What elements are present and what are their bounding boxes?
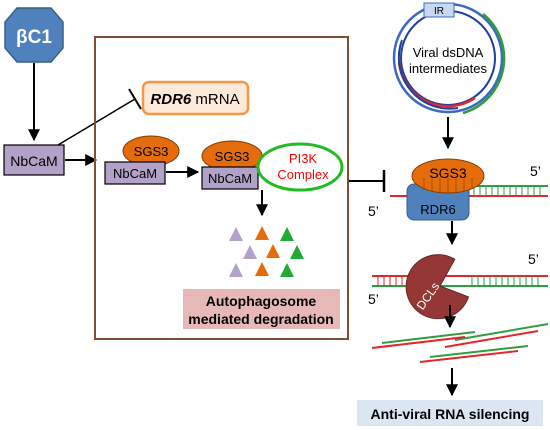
viral-blue-strand — [397, 39, 459, 110]
rdr6-mrna-suffix: mRNA — [191, 91, 239, 108]
viral-label-line1: Viral dsDNA — [413, 45, 484, 60]
bc1-octagon — [4, 7, 64, 63]
fragment-triangle — [290, 245, 304, 259]
sirna-duplex-3 — [419, 345, 529, 363]
sgs3-right-hatch — [423, 178, 473, 193]
pi3k-complex-ellipse — [256, 142, 344, 192]
rdr6-mrna-box — [141, 80, 250, 116]
sgs3-b-label: SGS3 — [215, 149, 250, 164]
nbcam-b-box — [201, 166, 259, 190]
nbcam-left-label: NbCaM — [10, 153, 57, 169]
viral-green-strand — [462, 13, 506, 115]
autophagosome-label-line1: Autophagosome — [206, 293, 317, 309]
nbcam-a-box — [104, 161, 166, 185]
viral-dsdna-circle — [392, 2, 506, 115]
rdr6-mrna-label: RDR6 mRNA — [150, 91, 239, 108]
fragment-triangle — [255, 262, 269, 276]
dcls-pacman — [405, 254, 470, 320]
pi3k-label-line2: Complex — [277, 167, 329, 182]
sirna-duplex-1 — [444, 323, 549, 348]
fragment-triangle — [243, 245, 257, 259]
dsrna-base-ticks — [377, 276, 539, 286]
rdr6-mrna-gene: RDR6 — [150, 91, 191, 108]
antiviral-box — [357, 400, 543, 426]
viral-label-line2: intermediates — [409, 61, 488, 76]
nbcam-b-label: NbCaM — [208, 171, 252, 186]
rdr6-label: RDR6 — [420, 202, 455, 217]
inhibit-bar-rdr6mrna — [128, 88, 142, 110]
ir-box — [423, 2, 455, 18]
sgs3-a-label: SGS3 — [134, 144, 169, 159]
fragment-triangle — [229, 227, 243, 241]
pi3k-label-line1: PI3K — [289, 151, 318, 166]
fragment-triangle — [229, 263, 243, 277]
five-prime-mid-right: 5’ — [528, 251, 539, 267]
five-prime-top-left: 5’ — [368, 203, 379, 219]
fragment-triangle — [280, 263, 294, 277]
nbcam-a-label: NbCaM — [113, 166, 157, 181]
mechanism-frame — [94, 36, 349, 340]
sgs3-right-label: SGS3 — [429, 165, 467, 181]
nbcam-left-box — [3, 144, 65, 176]
fragment-triangle — [255, 226, 269, 240]
ir-label: IR — [434, 6, 444, 17]
fragment-triangle — [280, 227, 294, 241]
sirna-duplex-2 — [371, 331, 476, 349]
inhibit-nbcam-to-rdr6mrna — [57, 98, 136, 146]
autophagosome-label-line2: mediated degradation — [188, 311, 333, 327]
degradation-fragments — [229, 226, 304, 277]
antiviral-label: Anti-viral RNA silencing — [371, 406, 530, 422]
five-prime-mid-left: 5’ — [368, 291, 379, 307]
fragment-triangle — [266, 244, 280, 258]
bc1-label: βC1 — [16, 27, 52, 48]
autophagosome-box — [183, 289, 340, 329]
five-prime-top-right: 5’ — [530, 163, 541, 179]
rna-base-ticks-top — [473, 186, 541, 196]
